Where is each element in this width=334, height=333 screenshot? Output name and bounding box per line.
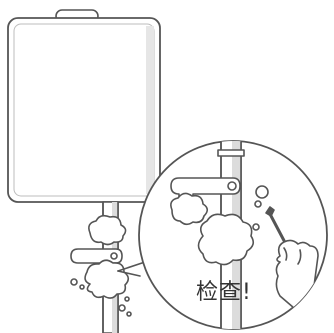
caption-text: 检查! <box>196 280 252 305</box>
soap-bubbles-icon <box>70 214 132 317</box>
valve-icon <box>70 248 123 264</box>
magnifier-circle-icon <box>138 140 328 330</box>
callout-lines <box>117 261 146 277</box>
water-heater-icon <box>7 9 161 203</box>
